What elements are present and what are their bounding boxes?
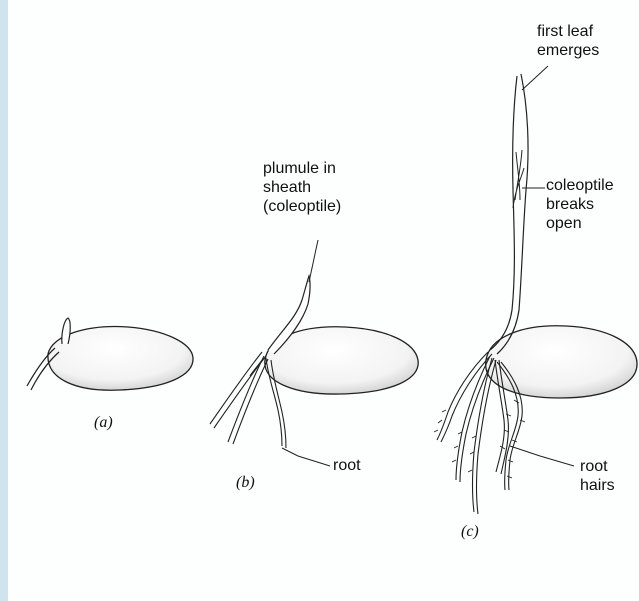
- label-plumule-line2: sheath: [263, 178, 341, 197]
- label-plumule-line1: plumule in: [263, 159, 341, 178]
- seed-stage-b: [210, 240, 418, 466]
- label-root-hairs-line2: hairs: [580, 476, 615, 495]
- label-plumule-line3: (coleoptile): [263, 197, 341, 216]
- label-first-leaf: first leaf emerges: [537, 22, 599, 60]
- seed-stage-a: [27, 318, 193, 390]
- label-coleoptile-breaks-line2: breaks: [546, 195, 614, 214]
- label-root-hairs: root hairs: [580, 457, 615, 495]
- leader-plumule: [309, 240, 318, 282]
- leader-first-leaf: [522, 66, 548, 90]
- leader-root: [282, 448, 330, 466]
- label-coleoptile-breaks-line3: open: [546, 214, 614, 233]
- seed-stage-c: [434, 66, 637, 514]
- label-root: root: [333, 456, 361, 475]
- label-first-leaf-line2: emerges: [537, 41, 599, 60]
- leader-root-hairs: [510, 446, 574, 466]
- caption-b: (b): [236, 474, 255, 492]
- caption-c: (c): [461, 523, 479, 541]
- label-first-leaf-line1: first leaf: [537, 22, 599, 41]
- root-c-1: [437, 352, 492, 442]
- caption-a: (a): [94, 414, 113, 432]
- embryo-tip-a: [62, 318, 70, 344]
- seed-c: [486, 326, 637, 398]
- label-coleoptile-breaks-line1: coleoptile: [546, 176, 614, 195]
- label-root-hairs-line1: root: [580, 457, 615, 476]
- label-plumule: plumule in sheath (coleoptile): [263, 159, 341, 216]
- coleoptile-c: [513, 150, 524, 208]
- label-coleoptile-breaks: coleoptile breaks open: [546, 176, 614, 233]
- first-leaf-c: [490, 74, 528, 354]
